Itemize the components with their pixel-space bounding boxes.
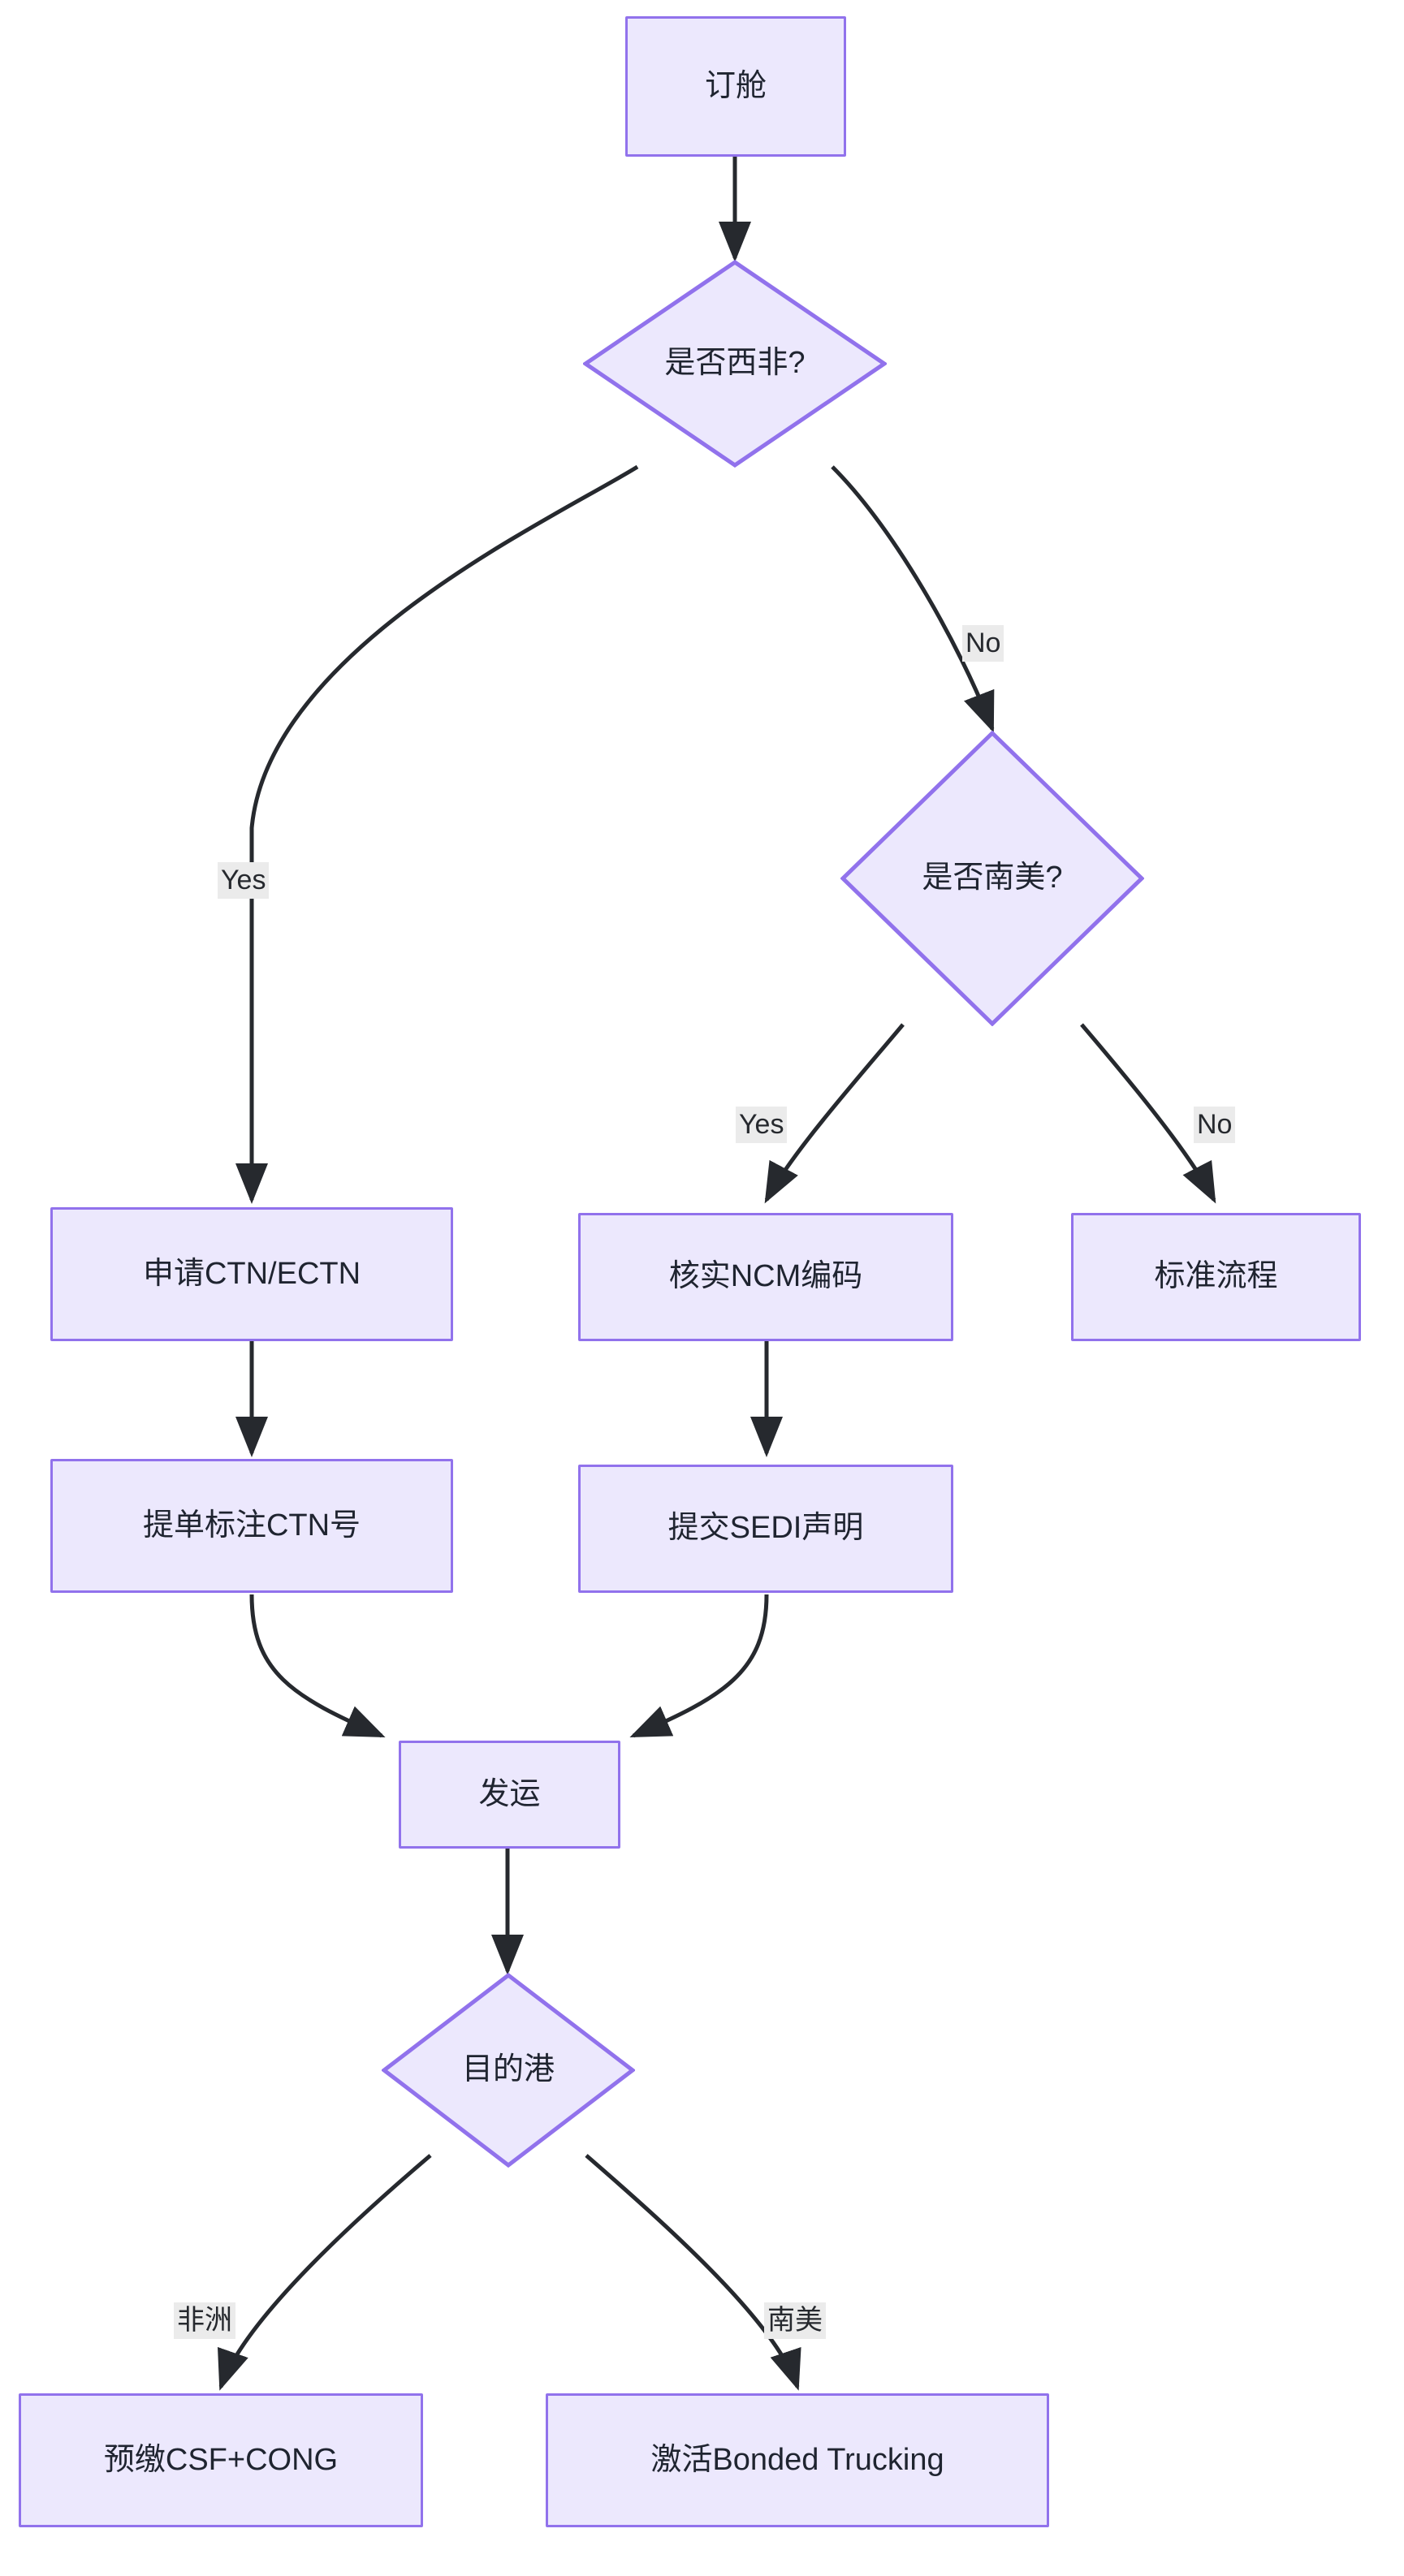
node-standard-process[interactable]: 标准流程: [1071, 1213, 1361, 1341]
node-is-south-america-label: 是否南美?: [922, 861, 1063, 895]
diamond-shape: [583, 260, 887, 468]
node-shipment[interactable]: 发运: [399, 1741, 620, 1849]
node-is-south-america[interactable]: 是否南美?: [840, 731, 1144, 1026]
node-verify-ncm-code-label: 核实NCM编码: [668, 1259, 863, 1294]
node-destination-port-label: 目的港: [461, 2052, 555, 2087]
edge-label-westafrica-yes: Yes: [218, 862, 270, 900]
node-prepay-csf-cong[interactable]: 预缴CSF+CONG: [19, 2393, 423, 2527]
edge-bl-to-shipment: [249, 1594, 386, 1738]
edge-label-southamerica-yes: Yes: [736, 1107, 788, 1144]
node-shipment-label: 发运: [478, 1776, 541, 1811]
edge-sedi-to-shipment: [629, 1594, 769, 1738]
edge-label-westafrica-no: No: [962, 625, 1004, 662]
diamond-shape: [840, 731, 1144, 1026]
node-verify-ncm-code[interactable]: 核实NCM编码: [578, 1213, 953, 1341]
node-activate-bonded-trucking[interactable]: 激活Bonded Trucking: [546, 2393, 1049, 2527]
node-bl-mark-ctn-label: 提单标注CTN号: [142, 1508, 361, 1543]
node-destination-port[interactable]: 目的港: [382, 1973, 635, 2168]
node-standard-process-label: 标准流程: [1154, 1259, 1278, 1294]
edge-label-destport-africa: 非洲: [174, 2302, 235, 2340]
edge-destport-africa-to-csfcong: [218, 2154, 432, 2391]
edge-destport-southamerica-to-bonded: [585, 2154, 801, 2391]
node-booking[interactable]: 订舱: [625, 16, 846, 157]
edge-label-southamerica-no: No: [1194, 1107, 1236, 1144]
node-prepay-csf-cong-label: 预缴CSF+CONG: [103, 2442, 339, 2477]
node-bl-mark-ctn[interactable]: 提单标注CTN号: [50, 1459, 453, 1593]
diamond-shape: [382, 1973, 635, 2168]
edge-westafrica-no-to-southamerica: [831, 465, 995, 733]
node-activate-bonded-trucking-label: 激活Bonded Trucking: [650, 2442, 944, 2477]
node-apply-ctn-ectn[interactable]: 申请CTN/ECTN: [50, 1207, 453, 1341]
node-is-west-africa-label: 是否西非?: [664, 346, 806, 381]
edge-westafrica-yes-to-ctn: [235, 464, 639, 1204]
node-apply-ctn-ectn-label: 申请CTN/ECTN: [142, 1256, 361, 1291]
node-booking-label: 订舱: [704, 68, 767, 103]
node-submit-sedi[interactable]: 提交SEDI声明: [578, 1465, 953, 1593]
edge-label-destport-southamerica: 南美: [764, 2302, 826, 2340]
node-is-west-africa[interactable]: 是否西非?: [583, 260, 887, 468]
node-submit-sedi-label: 提交SEDI声明: [667, 1511, 864, 1546]
